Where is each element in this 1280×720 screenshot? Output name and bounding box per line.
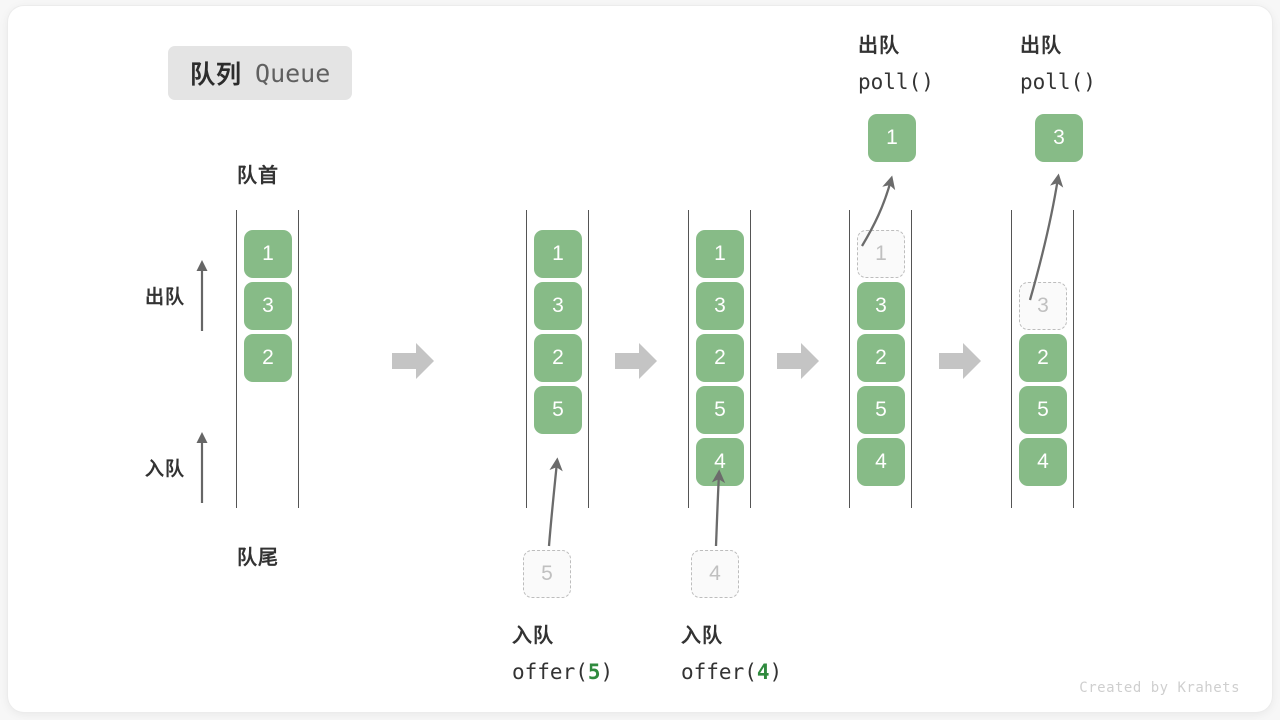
queue-cells: 1 3 2 5 4 — [857, 230, 905, 490]
rail-left — [688, 210, 689, 508]
step-arrow-icon — [390, 340, 436, 382]
queue-cell: 1 — [696, 230, 744, 278]
op-fn: offer( — [512, 660, 588, 684]
op-fn: poll( — [1020, 70, 1084, 94]
rail-left — [526, 210, 527, 508]
op-caption-poll-1: 出队 poll() — [858, 28, 1058, 100]
watermark: Created by Krahets — [1079, 680, 1240, 696]
queue-cell: 3 — [244, 282, 292, 330]
rail-left — [236, 210, 237, 508]
queue-cell: 2 — [857, 334, 905, 382]
rail-left — [1011, 210, 1012, 508]
queue-cell: 2 — [696, 334, 744, 382]
rail-right — [588, 210, 589, 508]
op-caption-offer-5: 入队 offer(5) — [512, 618, 712, 690]
step-arrow-icon — [775, 340, 821, 382]
queue-cell: 2 — [534, 334, 582, 382]
enqueue-up-arrow-icon — [196, 432, 208, 503]
step-arrow-icon — [937, 340, 983, 382]
rail-right — [911, 210, 912, 508]
op-caption-cn: 出队 — [858, 35, 900, 57]
queue-cell: 4 — [1019, 438, 1067, 486]
op-caption-cn: 入队 — [512, 625, 554, 647]
queue-cells: 3 2 5 4 — [1019, 230, 1067, 490]
enqueue-direction-label: 入队 — [145, 430, 209, 504]
poll-output-box: 3 — [1035, 114, 1083, 162]
enqueue-label-text: 入队 — [145, 458, 186, 480]
queue-cell: 3 — [696, 282, 744, 330]
rail-right — [750, 210, 751, 508]
op-fn-end: ) — [769, 660, 783, 684]
queue-cell: 4 — [696, 438, 744, 486]
rail-right — [1073, 210, 1074, 508]
op-fn-end: ) — [1083, 70, 1096, 94]
queue-tail-label: 队尾 — [237, 547, 279, 569]
rail-left — [849, 210, 850, 508]
queue-cell: 5 — [1019, 386, 1067, 434]
queue-column-after-poll-1: 1 3 2 5 4 — [849, 210, 913, 508]
dequeue-direction-label: 出队 — [145, 258, 209, 332]
queue-head-label: 队首 — [237, 165, 279, 187]
op-caption-poll-3: 出队 poll() — [1020, 28, 1220, 100]
enqueue-source-box: 4 — [691, 550, 739, 598]
queue-cells: 1 3 2 5 4 — [696, 230, 744, 490]
op-caption-offer-4: 入队 offer(4) — [681, 618, 881, 690]
op-fn: offer( — [681, 660, 757, 684]
dequeue-label-text: 出队 — [145, 286, 186, 308]
queue-cell: 5 — [696, 386, 744, 434]
dequeue-up-arrow-icon — [196, 260, 208, 331]
queue-cell: 3 — [857, 282, 905, 330]
queue-cell: 2 — [244, 334, 292, 382]
op-caption-code: offer(5) — [512, 654, 712, 690]
op-fn-end: ) — [600, 660, 614, 684]
queue-cell-removed: 3 — [1019, 282, 1067, 330]
poll-output-box: 1 — [868, 114, 916, 162]
op-fn-end: ) — [921, 70, 934, 94]
queue-column-after-offer-5: 1 3 2 5 — [526, 210, 590, 508]
op-caption-cn: 出队 — [1020, 35, 1062, 57]
queue-column-after-poll-3: 3 2 5 4 — [1011, 210, 1075, 508]
queue-cell: 2 — [1019, 334, 1067, 382]
op-caption-code: poll() — [858, 64, 1058, 100]
op-caption-code: poll() — [1020, 64, 1220, 100]
queue-cell: 3 — [534, 282, 582, 330]
enqueue-source-box: 5 — [523, 550, 571, 598]
queue-cell: 1 — [244, 230, 292, 278]
queue-cell-empty — [1019, 230, 1067, 278]
op-fn: poll( — [858, 70, 922, 94]
queue-cell: 4 — [857, 438, 905, 486]
queue-column-initial: 1 3 2 — [236, 210, 300, 508]
queue-cells: 1 3 2 5 — [534, 230, 582, 438]
op-arg: 4 — [756, 660, 770, 684]
title-cn: 队列 — [190, 61, 243, 89]
queue-cell: 5 — [857, 386, 905, 434]
queue-cells: 1 3 2 — [244, 230, 292, 386]
queue-cell-removed: 1 — [857, 230, 905, 278]
rail-right — [298, 210, 299, 508]
queue-cell: 5 — [534, 386, 582, 434]
title-badge: 队列 Queue — [168, 46, 353, 100]
op-arg: 5 — [587, 660, 601, 684]
step-arrow-icon — [613, 340, 659, 382]
op-caption-code: offer(4) — [681, 654, 881, 690]
title-en: Queue — [255, 58, 331, 88]
op-caption-cn: 入队 — [681, 625, 723, 647]
queue-cell: 1 — [534, 230, 582, 278]
queue-column-after-offer-4: 1 3 2 5 4 — [688, 210, 752, 508]
